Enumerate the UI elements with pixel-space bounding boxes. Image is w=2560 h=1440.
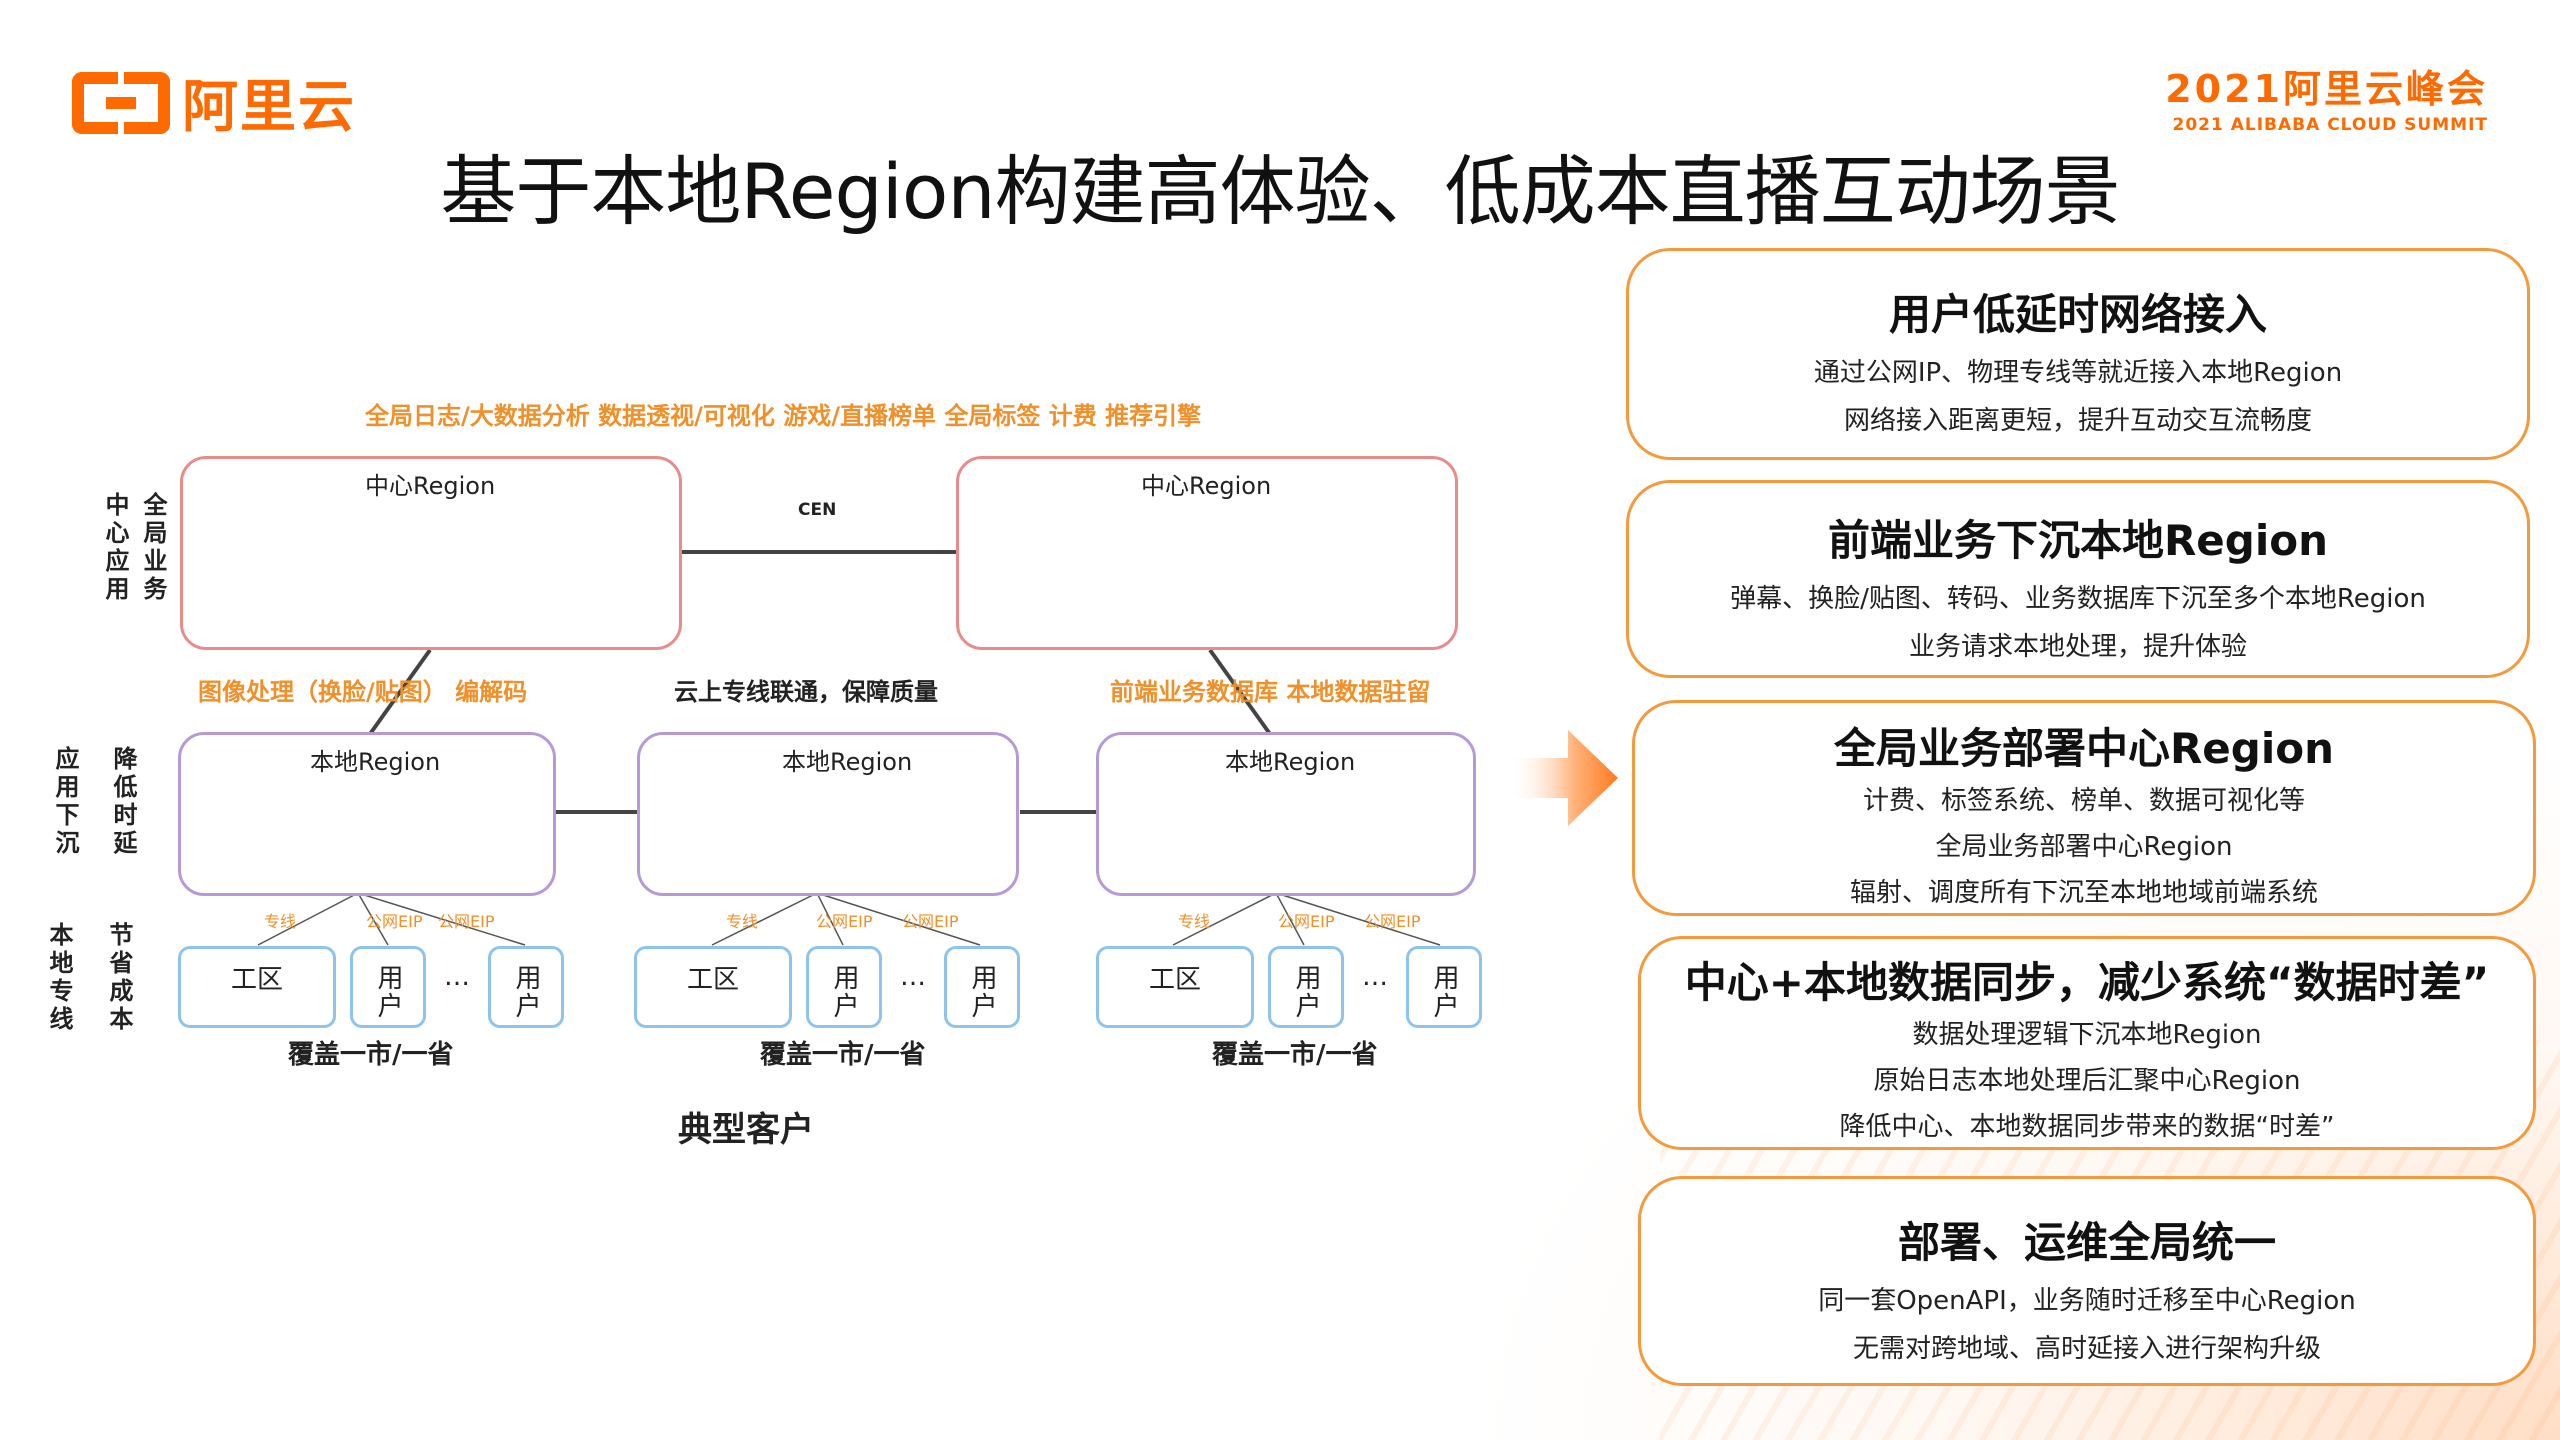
global-services-caption: 全局日志/大数据分析 数据透视/可视化 游戏/直播榜单 全局标签 计费 推荐引擎 <box>365 402 1202 430</box>
local-processing-caption: 图像处理（换脸/贴图） 编解码 <box>198 678 528 706</box>
aliyun-logo-icon <box>72 71 170 134</box>
local-region-box-3 <box>1096 732 1476 896</box>
customer-links <box>257 892 1441 946</box>
coverage-label: 覆盖一市/一省 <box>760 1040 926 1070</box>
panel-line: 辐射、调度所有下沉至本地地域前端系统 <box>1849 878 2318 908</box>
link-dedicated-line: 专线 <box>1178 912 1211 931</box>
center-region-box-left <box>180 456 682 650</box>
row-label-local-line: 本地专线 <box>45 922 73 1034</box>
ellipsis: … <box>1362 962 1388 992</box>
panel-data-sync: 中心+本地数据同步，减少系统“数据时差” 数据处理逻辑下沉本地Region 原始… <box>1638 936 2536 1150</box>
user-box: 用户 <box>488 946 564 1028</box>
dedicated-line-caption: 云上专线联通，保障质量 <box>674 678 938 706</box>
user-box: 用户 <box>944 946 1020 1028</box>
user-label: 用户 <box>1429 964 1459 1020</box>
center-region-label-left: 中心Region <box>365 472 496 500</box>
ellipsis: … <box>900 962 926 992</box>
typical-customer-label: 典型客户 <box>678 1110 814 1150</box>
user-box: 用户 <box>806 946 882 1028</box>
panel-line: 通过公网IP、物理专线等就近接入本地Region <box>1813 358 2343 388</box>
user-label: 用户 <box>511 964 541 1020</box>
aliyun-logo: 阿里云 <box>72 62 356 143</box>
link-public-eip: 公网EIP <box>438 912 495 931</box>
link-dedicated-line: 专线 <box>264 912 297 931</box>
arrow-right-icon <box>1508 730 1618 826</box>
link-public-eip: 公网EIP <box>902 912 959 931</box>
user-box: 用户 <box>1268 946 1344 1028</box>
local-region-label: 本地Region <box>1225 748 1356 776</box>
panel-frontend-sink: 前端业务下沉本地Region 弹幕、换脸/贴图、转码、业务数据库下沉至多个本地R… <box>1626 480 2530 678</box>
local-region-label: 本地Region <box>310 748 441 776</box>
local-data-caption: 前端业务数据库 本地数据驻留 <box>1110 678 1431 706</box>
panel-global-deploy: 全局业务部署中心Region 计费、标签系统、榜单、数据可视化等 全局业务部署中… <box>1632 700 2536 916</box>
panel-low-latency-access: 用户低延时网络接入 通过公网IP、物理专线等就近接入本地Region 网络接入距… <box>1626 248 2530 460</box>
user-label: 用户 <box>373 964 403 1020</box>
local-region-box-2 <box>637 732 1019 896</box>
coverage-label: 覆盖一市/一省 <box>1212 1040 1378 1070</box>
panel-line: 无需对跨地域、高时延接入进行架构升级 <box>1852 1334 2321 1364</box>
panel-line: 计费、标签系统、榜单、数据可视化等 <box>1862 786 2305 816</box>
cen-label: CEN <box>798 500 837 520</box>
center-region-label-right: 中心Region <box>1141 472 1272 500</box>
panel-unified-ops: 部署、运维全局统一 同一套OpenAPI，业务随时迁移至中心Region 无需对… <box>1638 1176 2536 1386</box>
panel-line: 数据处理逻辑下沉本地Region <box>1912 1020 2262 1050</box>
user-label: 用户 <box>829 964 859 1020</box>
panel-title: 用户低延时网络接入 <box>1888 290 2267 339</box>
panel-title: 全局业务部署中心Region <box>1833 724 2335 773</box>
summit-title: 2021阿里云峰会 <box>2165 67 2488 111</box>
link-dedicated-line: 专线 <box>726 912 759 931</box>
factory-box: 工区 <box>178 946 336 1028</box>
factory-box: 工区 <box>634 946 792 1028</box>
panel-line: 弹幕、换脸/贴图、转码、业务数据库下沉至多个本地Region <box>1730 584 2426 614</box>
user-label: 用户 <box>967 964 997 1020</box>
architecture-diagram: </> <box>45 402 1482 1150</box>
panel-line: 全局业务部署中心Region <box>1935 832 2233 862</box>
panel-line: 网络接入距离更短，提升互动交互流畅度 <box>1843 406 2312 436</box>
link-public-eip: 公网EIP <box>1278 912 1335 931</box>
coverage-label: 覆盖一市/一省 <box>288 1040 454 1070</box>
link-public-eip: 公网EIP <box>1364 912 1421 931</box>
row-label-central-app: 中心应用 <box>101 492 129 604</box>
user-box: 用户 <box>350 946 426 1028</box>
summit-subtitle: 2021 ALIBABA CLOUD SUMMIT <box>2172 115 2488 135</box>
summit-brand: 2021阿里云峰会 2021 ALIBABA CLOUD SUMMIT <box>2165 58 2488 135</box>
panel-line: 降低中心、本地数据同步带来的数据“时差” <box>1839 1112 2335 1142</box>
center-region-box-right <box>956 456 1458 650</box>
ellipsis: … <box>444 962 470 992</box>
panel-line: 业务请求本地处理，提升体验 <box>1908 632 2247 662</box>
local-region-label: 本地Region <box>782 748 913 776</box>
row-label-lower-latency: 降低时延 <box>109 746 137 858</box>
panel-title: 中心+本地数据同步，减少系统“数据时差” <box>1684 958 2490 1007</box>
panel-line: 原始日志本地处理后汇聚中心Region <box>1873 1066 2301 1096</box>
row-label-save-cost: 节省成本 <box>105 922 133 1034</box>
local-region-box-1 <box>178 732 556 896</box>
panel-title: 部署、运维全局统一 <box>1897 1218 2276 1267</box>
link-public-eip: 公网EIP <box>366 912 423 931</box>
user-box: 用户 <box>1406 946 1482 1028</box>
row-label-global-business: 全局业务 <box>139 492 167 604</box>
row-label-app-sink: 应用下沉 <box>51 746 79 858</box>
user-label: 用户 <box>1291 964 1321 1020</box>
panel-title: 前端业务下沉本地Region <box>1827 516 2329 565</box>
logo-text: 阿里云 <box>182 75 356 140</box>
panel-line: 同一套OpenAPI，业务随时迁移至中心Region <box>1818 1286 2356 1316</box>
link-public-eip: 公网EIP <box>816 912 873 931</box>
page-title: 基于本地Region构建高体验、低成本直播互动场景 <box>440 147 2120 236</box>
factory-box: 工区 <box>1096 946 1254 1028</box>
